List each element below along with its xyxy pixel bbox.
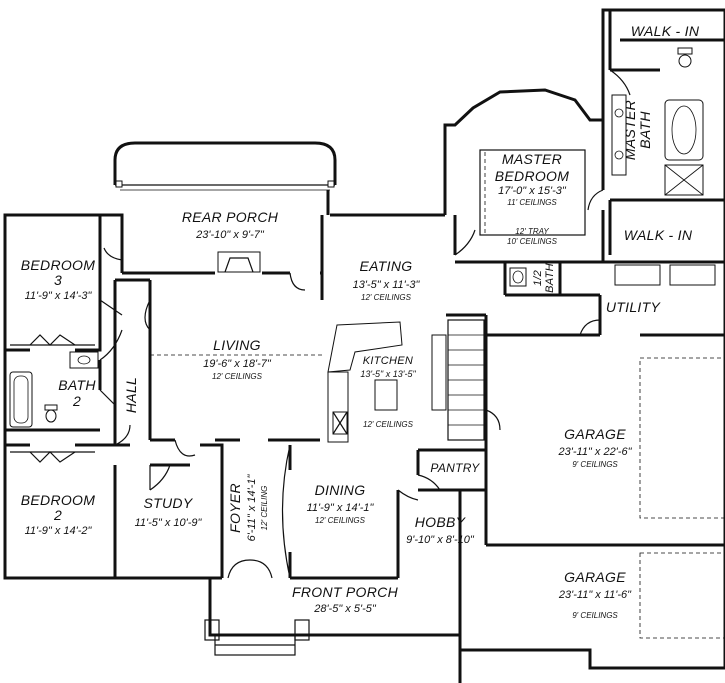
exterior-walls bbox=[3, 8, 725, 683]
master-bedroom-dim: 17'-0" x 15'-3" bbox=[498, 185, 567, 197]
garage-main-label: GARAGE bbox=[564, 426, 626, 442]
doors bbox=[29, 69, 631, 656]
master-bedroom-note1: 11' CEILINGS bbox=[507, 198, 557, 207]
foyer-dim: 6'-11" x 14'-1" bbox=[246, 473, 258, 541]
interior-walls bbox=[5, 10, 725, 639]
kitchen-dim: 13'-5" x 13'-5" bbox=[360, 369, 416, 379]
walkin-bottom-label: WALK - IN bbox=[624, 227, 693, 243]
hobby-dim: 9'-10" x 8'-10" bbox=[406, 534, 475, 546]
hall-label: HALL bbox=[123, 377, 139, 413]
garage-small-note: 9' CEILINGS bbox=[572, 611, 618, 620]
garage-small-label: GARAGE bbox=[564, 569, 626, 585]
bath2-label-2: 2 bbox=[72, 393, 81, 409]
rear-porch-dim: 23'-10" x 9'-7" bbox=[195, 229, 265, 241]
eating-dim: 13'-5" x 11'-3" bbox=[353, 279, 421, 291]
bedroom3-label-1: BEDROOM bbox=[21, 257, 95, 273]
front-porch-dim: 28'-5" x 5'-5" bbox=[313, 603, 377, 615]
half-bath-label-2: BATH bbox=[544, 263, 556, 293]
bedroom2-label-1: BEDROOM bbox=[21, 492, 95, 508]
hobby-label: HOBBY bbox=[415, 514, 467, 530]
master-bedroom-label-2: BEDROOM bbox=[495, 168, 569, 184]
bedroom2-dim: 11'-9" x 14'-2" bbox=[25, 525, 93, 537]
living-label: LIVING bbox=[213, 337, 261, 353]
bedroom3-label-2: 3 bbox=[54, 272, 62, 288]
master-bedroom-label-1: MASTER bbox=[502, 151, 562, 167]
garage-small-dim: 23'-11" x 11'-6" bbox=[558, 589, 632, 601]
master-bedroom-note3: 10' CEILINGS bbox=[507, 237, 558, 246]
pantry-label: PANTRY bbox=[430, 461, 480, 475]
foyer-label: FOYER bbox=[227, 483, 243, 533]
kitchen-label: KITCHEN bbox=[363, 355, 413, 367]
front-porch-label: FRONT PORCH bbox=[292, 584, 399, 600]
eating-label: EATING bbox=[360, 258, 413, 274]
bedroom3-dim: 11'-9" x 14'-3" bbox=[25, 290, 93, 302]
kitchen-note: 12' CEILINGS bbox=[363, 420, 414, 429]
room-labels: WALK - IN MASTER BATH MASTER BEDROOM 17'… bbox=[21, 23, 700, 620]
utility-label: UTILITY bbox=[606, 299, 662, 315]
dining-note: 12' CEILINGS bbox=[315, 516, 366, 525]
walkin-top-label: WALK - IN bbox=[631, 23, 700, 39]
garage-main-note: 9' CEILINGS bbox=[572, 460, 618, 469]
rear-porch-label: REAR PORCH bbox=[182, 209, 279, 225]
master-bath-label-2: BATH bbox=[637, 111, 653, 149]
living-dim: 19'-6" x 18'-7" bbox=[203, 358, 272, 370]
eating-note: 12' CEILINGS bbox=[361, 293, 412, 302]
living-note: 12' CEILINGS bbox=[212, 372, 263, 381]
study-dim: 11'-5" x 10'-9" bbox=[135, 517, 203, 529]
dining-dim: 11'-9" x 14'-1" bbox=[307, 502, 375, 514]
half-bath-label-1: 1/2 bbox=[532, 270, 544, 286]
garage-main-dim: 23'-11" x 22'-6" bbox=[558, 446, 633, 458]
tray-ceiling-box bbox=[479, 149, 586, 236]
bath2-label-1: BATH bbox=[58, 377, 96, 393]
master-bedroom-note2: 12' TRAY bbox=[515, 227, 549, 236]
bedroom2-label-2: 2 bbox=[53, 507, 62, 523]
master-bath-label-1: MASTER bbox=[622, 100, 638, 160]
dining-label: DINING bbox=[315, 482, 366, 498]
study-label: STUDY bbox=[144, 495, 194, 511]
foyer-note: 12' CEILING bbox=[260, 486, 269, 531]
